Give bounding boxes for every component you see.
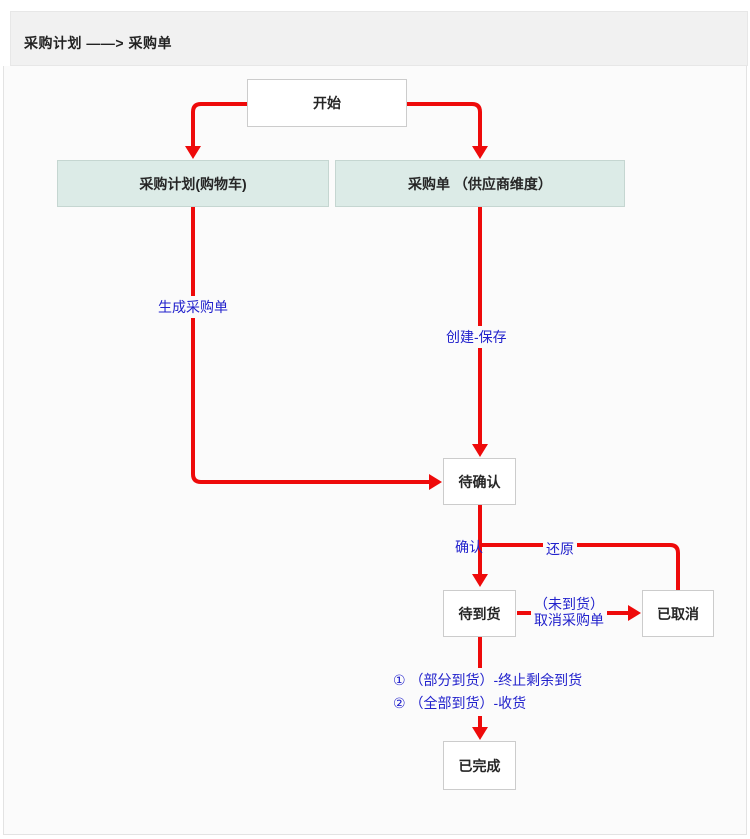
arrowhead-order <box>472 146 488 159</box>
node-purchase-plan: 采购计划(购物车) <box>57 160 329 207</box>
edge-label-restore: 还原 <box>543 538 577 560</box>
edge-label-cancel-line1: （未到货） <box>534 596 604 612</box>
edge-label-confirm: 确认 <box>455 539 483 555</box>
arrow-start-to-plan <box>191 102 247 147</box>
node-cancelled-label: 已取消 <box>657 605 699 622</box>
node-cancelled: 已取消 <box>642 590 714 637</box>
arrowhead-arrival <box>472 574 488 587</box>
node-completed-label: 已完成 <box>458 757 501 774</box>
arrowhead-complete <box>472 727 488 740</box>
edge-label-arrival-option2: ② （全部到货）-收货 <box>393 695 527 711</box>
edge-label-generate-order: 生成采购单 <box>155 296 231 318</box>
node-pending-arrival-label: 待到货 <box>458 605 501 622</box>
node-pending-confirm-label: 待确认 <box>458 473 501 490</box>
node-start: 开始 <box>247 79 407 127</box>
arrowhead-plan <box>185 146 201 159</box>
node-purchase-plan-label: 采购计划(购物车) <box>139 175 247 192</box>
edge-label-cancel-order: （未到货） 取消采购单 <box>531 595 607 629</box>
node-pending-confirm: 待确认 <box>443 458 516 505</box>
arrow-start-to-order <box>407 102 482 147</box>
arrowhead-cancel <box>628 605 641 621</box>
node-completed: 已完成 <box>443 741 516 790</box>
page-title: 采购计划 ——> 采购单 <box>24 34 172 51</box>
node-purchase-order-label: 采购单 （供应商维度） <box>408 175 552 192</box>
node-purchase-order: 采购单 （供应商维度） <box>335 160 625 207</box>
arrowhead-confirm-top <box>472 444 488 457</box>
arrow-plan-to-confirm <box>191 207 430 484</box>
line-restore <box>480 543 680 590</box>
edge-label-arrival-options: ① （部分到货）-终止剩余到货 ② （全部到货）-收货 <box>390 668 586 716</box>
edge-label-cancel-line2: 取消采购单 <box>534 612 604 628</box>
page-header: 采购计划 ——> 采购单 <box>10 11 748 66</box>
edge-label-create-save: 创建-保存 <box>443 326 510 348</box>
edge-label-arrival-option1: ① （部分到货）-终止剩余到货 <box>393 672 583 688</box>
node-pending-arrival: 待到货 <box>443 590 516 637</box>
node-start-label: 开始 <box>313 95 341 111</box>
arrowhead-confirm-left <box>429 474 442 490</box>
